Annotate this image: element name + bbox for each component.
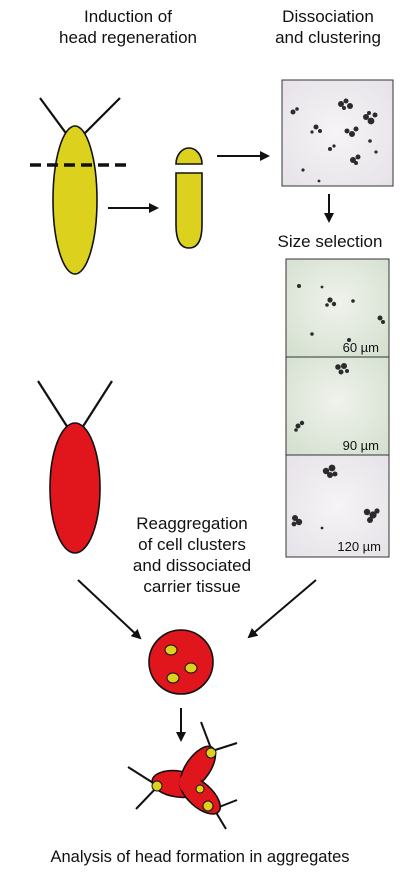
reaggregation-line4: carrier tissue: [143, 577, 241, 596]
size-photo-120: 120 µm: [285, 454, 390, 558]
arrow-down-left-icon: [247, 579, 317, 639]
dissociation-line2: and clustering: [275, 28, 381, 47]
induction-heading: Induction of head regeneration: [38, 6, 218, 48]
size-label-60: 60 µm: [343, 340, 379, 355]
arrow-down-right-icon: [77, 579, 142, 640]
size-label-90: 90 µm: [343, 438, 379, 453]
dissociation-heading: Dissociation and clustering: [258, 6, 398, 48]
reaggregation-line2: of cell clusters: [138, 535, 246, 554]
hydra-icon: [30, 97, 126, 275]
size-photo-60: 60 µm: [285, 258, 390, 358]
size-photo-90: 90 µm: [285, 356, 390, 456]
aggregate-icon: [148, 629, 214, 695]
analysis-caption: Analysis of head formation in aggregates: [50, 848, 350, 866]
dissociation-line1: Dissociation: [282, 7, 374, 26]
reaggregation-line1: Reaggregation: [136, 514, 248, 533]
induction-line1: Induction of: [84, 7, 172, 26]
cut-pieces-icon: [175, 147, 203, 249]
reaggregation-line3: and dissociated: [132, 556, 252, 575]
carrier-hydra-icon: [37, 380, 113, 554]
size-selection-label: Size selection: [277, 232, 383, 251]
reaggregation-text: Reaggregation of cell clusters and disso…: [112, 513, 272, 597]
regenerated-heads-icon: [127, 721, 238, 830]
size-label-120: 120 µm: [337, 539, 381, 554]
dissociation-photo: [281, 79, 394, 187]
induction-line2: head regeneration: [58, 28, 197, 47]
